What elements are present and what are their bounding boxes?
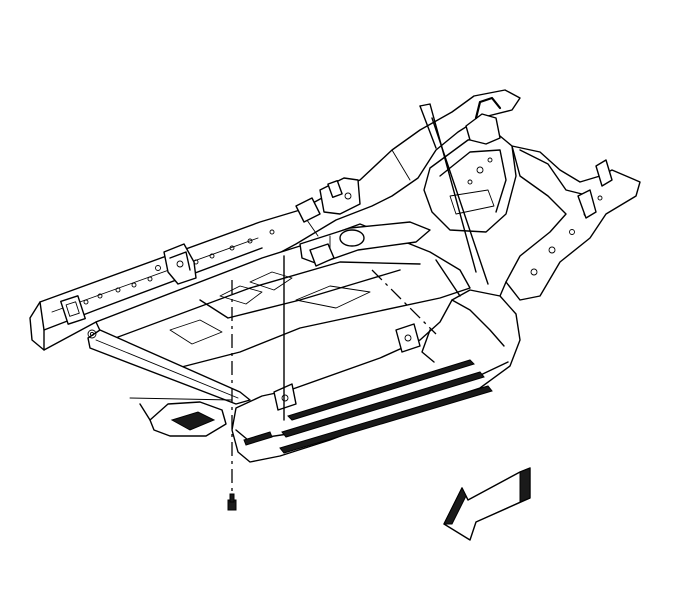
rear-frame-rail [499, 145, 641, 301]
front-direction-arrow-icon [443, 467, 531, 541]
front-mount-pad [129, 397, 233, 437]
running-board-tread [243, 359, 493, 454]
exhaust-system [299, 221, 431, 267]
running-board [231, 289, 521, 463]
rail-bracket-upper [295, 177, 361, 223]
fuel-tank [423, 96, 517, 233]
floor-structure [87, 223, 471, 405]
bolt [227, 493, 237, 511]
fastener-line-4 [435, 259, 461, 297]
fastener-dash-lines [231, 255, 461, 500]
body-mount-bracket [163, 243, 197, 285]
tank-strap-bracket [419, 103, 489, 285]
fastener-line-3 [371, 269, 437, 335]
rail-label-plate [60, 295, 86, 325]
